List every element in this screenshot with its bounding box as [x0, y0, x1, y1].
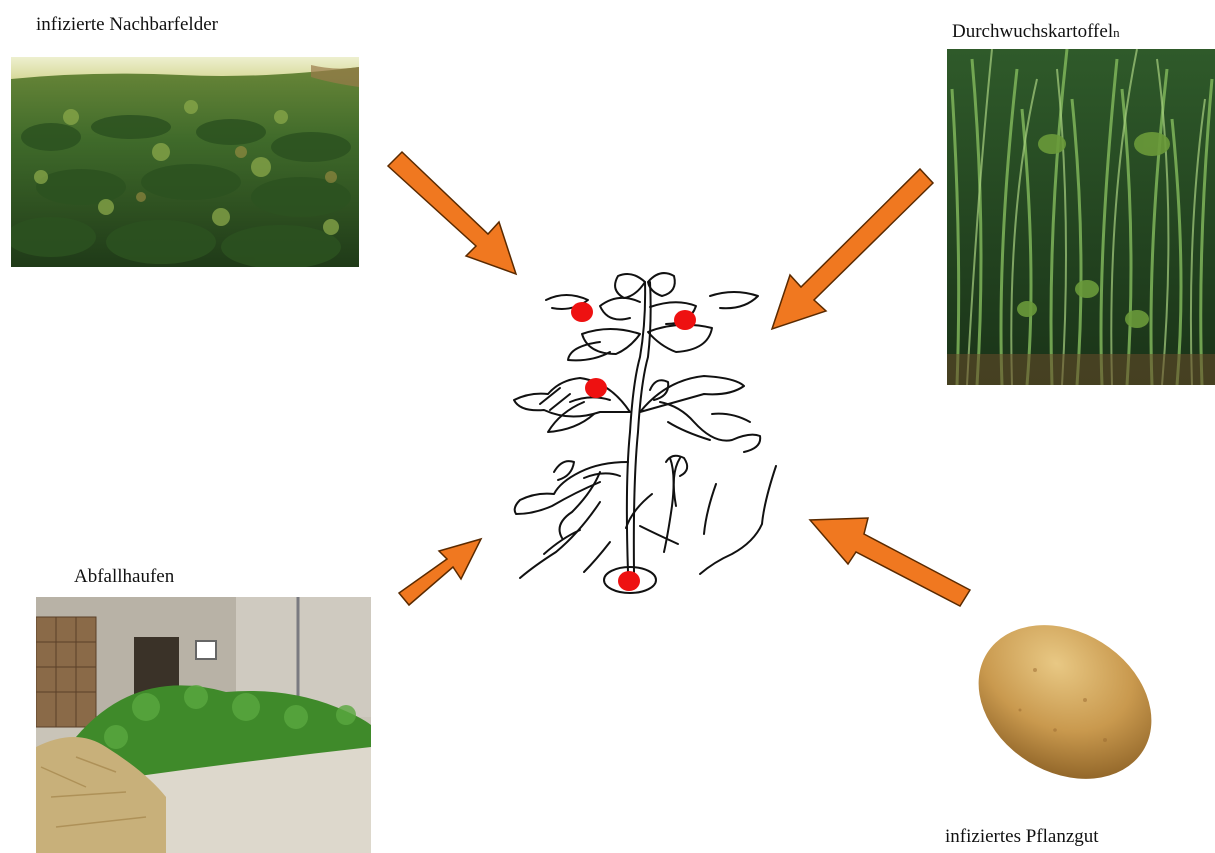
potato-plant-drawing	[500, 262, 785, 597]
label-waste-pile: Abfallhaufen	[74, 566, 174, 588]
volunteer-potatoes-photo	[947, 49, 1215, 385]
infection-dot-4	[618, 571, 640, 591]
label-volunteer-potatoes-suffix: n	[1113, 25, 1120, 40]
arrow-from-volunteer-potatoes	[770, 163, 935, 333]
arrow-from-neighbor-fields	[380, 148, 520, 278]
arrow-from-waste-pile	[395, 535, 485, 610]
arrow-from-seed-tubers	[808, 512, 973, 612]
neighbor-fields-photo	[11, 57, 359, 267]
infection-dot-3	[585, 378, 607, 398]
label-seed-tubers: infiziertes Pflanzgut	[945, 826, 1099, 848]
label-neighbor-fields: infizierte Nachbarfelder	[36, 14, 218, 36]
infection-dot-2	[674, 310, 696, 330]
infection-dot-1	[571, 302, 593, 322]
label-volunteer-potatoes-main: Durchwuchskartoffel	[952, 21, 1113, 42]
seed-tuber-photo	[965, 610, 1170, 795]
waste-pile-photo	[36, 597, 371, 853]
label-volunteer-potatoes: Durchwuchskartoffeln	[952, 21, 1120, 43]
